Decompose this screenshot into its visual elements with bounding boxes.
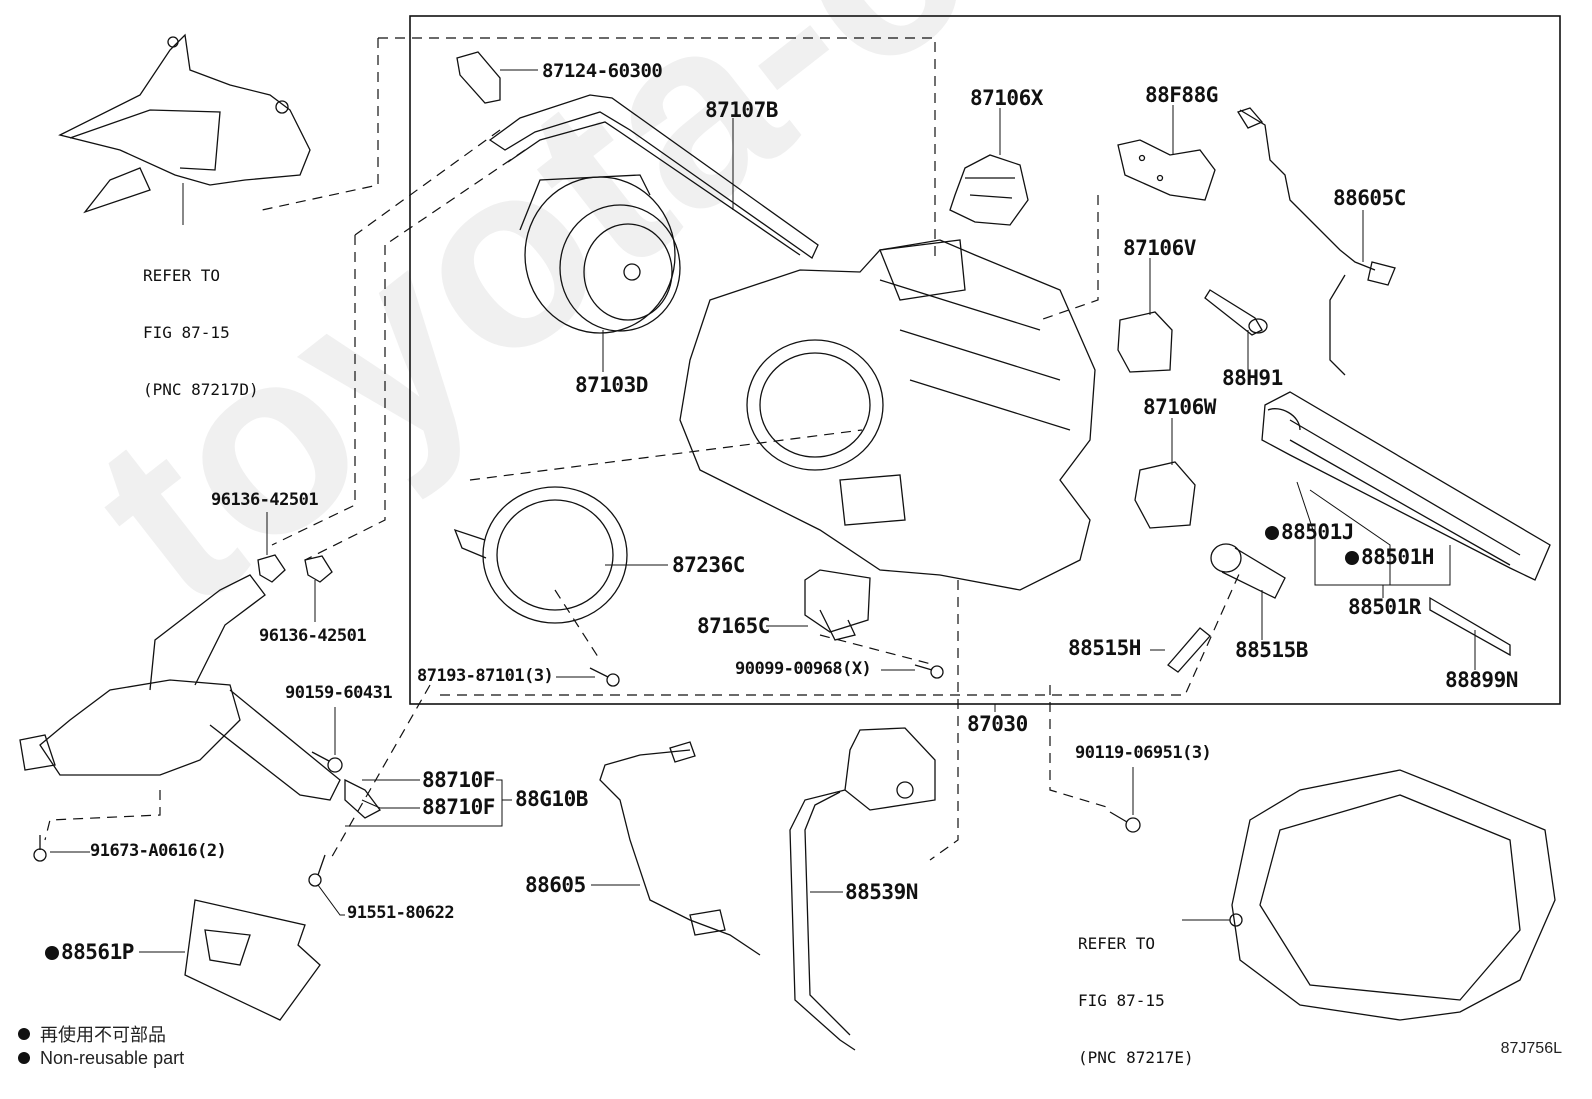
part-label-88605[interactable]: 88605 (525, 873, 586, 897)
part-label-88501R[interactable]: 88501R (1348, 595, 1421, 619)
part-label-88515H[interactable]: 88515H (1068, 636, 1141, 660)
part-label-87107B[interactable]: 87107B (705, 98, 778, 122)
part-label-87165C[interactable]: 87165C (697, 614, 770, 638)
reference-line: FIG 87-15 (143, 323, 230, 342)
wire-88605-illustration (599, 741, 761, 956)
part-label-88710F-lower[interactable]: 88710F (422, 795, 495, 819)
non-reusable-marker-icon (1265, 526, 1279, 540)
heater-unit-left-illustration (19, 574, 341, 801)
part-label-88539N[interactable]: 88539N (845, 880, 918, 904)
screw-90159-illustration (311, 751, 343, 773)
reference-87217D: REFER TO FIG 87-15 (PNC 87217D) (143, 228, 259, 418)
part-label-96136-42501-upper[interactable]: 96136-42501 (211, 490, 319, 510)
leader-lines (50, 69, 1476, 953)
reference-line: REFER TO (143, 266, 221, 285)
expansion-valve-88515B-illustration (1210, 543, 1286, 599)
reference-87217E: REFER TO FIG 87-15 (PNC 87217E) (1078, 896, 1194, 1086)
bolt-91551-illustration (308, 854, 326, 887)
part-label-91551-80622[interactable]: 91551-80622 (347, 903, 455, 923)
part-label-87193-87101[interactable]: 87193-87101(3) (417, 666, 554, 686)
part-label-87124-60300[interactable]: 87124-60300 (542, 60, 663, 82)
part-label-96136-42501-lower[interactable]: 96136-42501 (259, 626, 367, 646)
reference-line: (PNC 87217E) (1078, 1048, 1194, 1067)
legend: 再使用不可部品 Non-reusable part (18, 1022, 184, 1070)
bolt-88515H-illustration (1167, 627, 1211, 673)
screw-90099-illustration (914, 664, 944, 679)
sensor-88H91-illustration (1204, 289, 1268, 336)
assembly-boundary (409, 15, 1561, 705)
part-label-88899N[interactable]: 88899N (1445, 668, 1518, 692)
ring-87236C-illustration (453, 486, 628, 624)
clip-96136-a-illustration (257, 554, 286, 583)
seal-88899N-illustration (1429, 596, 1511, 657)
bracket-88710F-illustration (344, 778, 381, 819)
bracket-88F88G-illustration (1117, 139, 1216, 201)
figure-id: 87J756L (1500, 1040, 1562, 1057)
reference-line: REFER TO (1078, 934, 1156, 953)
dashed-guides (44, 37, 1241, 861)
part-label-88H91[interactable]: 88H91 (1222, 366, 1283, 390)
part-label-90119-06951[interactable]: 90119-06951(3) (1075, 743, 1212, 763)
filled-circle-icon (18, 1052, 30, 1064)
actuator-87106V-illustration (1117, 311, 1173, 373)
duct-88539N-illustration (789, 727, 936, 1051)
non-reusable-marker-icon (45, 946, 59, 960)
part-label-88710F-upper[interactable]: 88710F (422, 768, 495, 792)
legend-item: Non-reusable part (18, 1046, 184, 1070)
part-label-90099-00968[interactable]: 90099-00968(X) (735, 659, 872, 679)
part-label-87106X[interactable]: 87106X (970, 86, 1043, 110)
part-label-88501J[interactable]: 88501J (1265, 522, 1354, 543)
non-reusable-marker-icon (1345, 551, 1359, 565)
evaporator-88501R-illustration (1261, 391, 1551, 581)
actuator-87106X-illustration (949, 154, 1029, 226)
blower-motor-87103D-illustration (519, 174, 681, 334)
screw-87193-illustration (589, 667, 620, 687)
part-label-87236C[interactable]: 87236C (672, 553, 745, 577)
clip-96136-b-illustration (304, 555, 333, 583)
screw-90119-illustration (1109, 811, 1141, 833)
reference-line: (PNC 87217D) (143, 380, 259, 399)
reference-line: FIG 87-15 (1078, 991, 1165, 1010)
heater-core-87107B-illustration (488, 94, 819, 259)
filled-circle-icon (18, 1028, 30, 1040)
pad-88561P-illustration (184, 899, 321, 1021)
part-label-87106W[interactable]: 87106W (1143, 395, 1216, 419)
sensor-87124-illustration (456, 51, 501, 104)
cover-87217D-illustration (58, 33, 311, 214)
part-label-87030[interactable]: 87030 (967, 712, 1028, 736)
hvac-case-87030-illustration (679, 239, 1096, 591)
part-label-87106V[interactable]: 87106V (1123, 236, 1196, 260)
part-label-88515B[interactable]: 88515B (1235, 638, 1308, 662)
legend-item: 再使用不可部品 (18, 1022, 184, 1046)
bolt-91673-illustration (33, 835, 47, 862)
part-label-88G10B[interactable]: 88G10B (515, 787, 588, 811)
part-label-90159-60431[interactable]: 90159-60431 (285, 683, 393, 703)
cover-87217E-illustration (1229, 769, 1556, 1021)
resistor-87165C-illustration (804, 569, 871, 641)
wire-88605C-illustration (1237, 107, 1396, 376)
part-label-91673-A0616[interactable]: 91673-A0616(2) (90, 841, 227, 861)
part-label-88501H[interactable]: 88501H (1345, 547, 1434, 568)
part-label-88605C[interactable]: 88605C (1333, 186, 1406, 210)
part-label-88F88G[interactable]: 88F88G (1145, 83, 1218, 107)
actuator-87106W-illustration (1134, 461, 1196, 529)
part-label-87103D[interactable]: 87103D (575, 373, 648, 397)
part-label-88561P[interactable]: 88561P (45, 942, 134, 963)
